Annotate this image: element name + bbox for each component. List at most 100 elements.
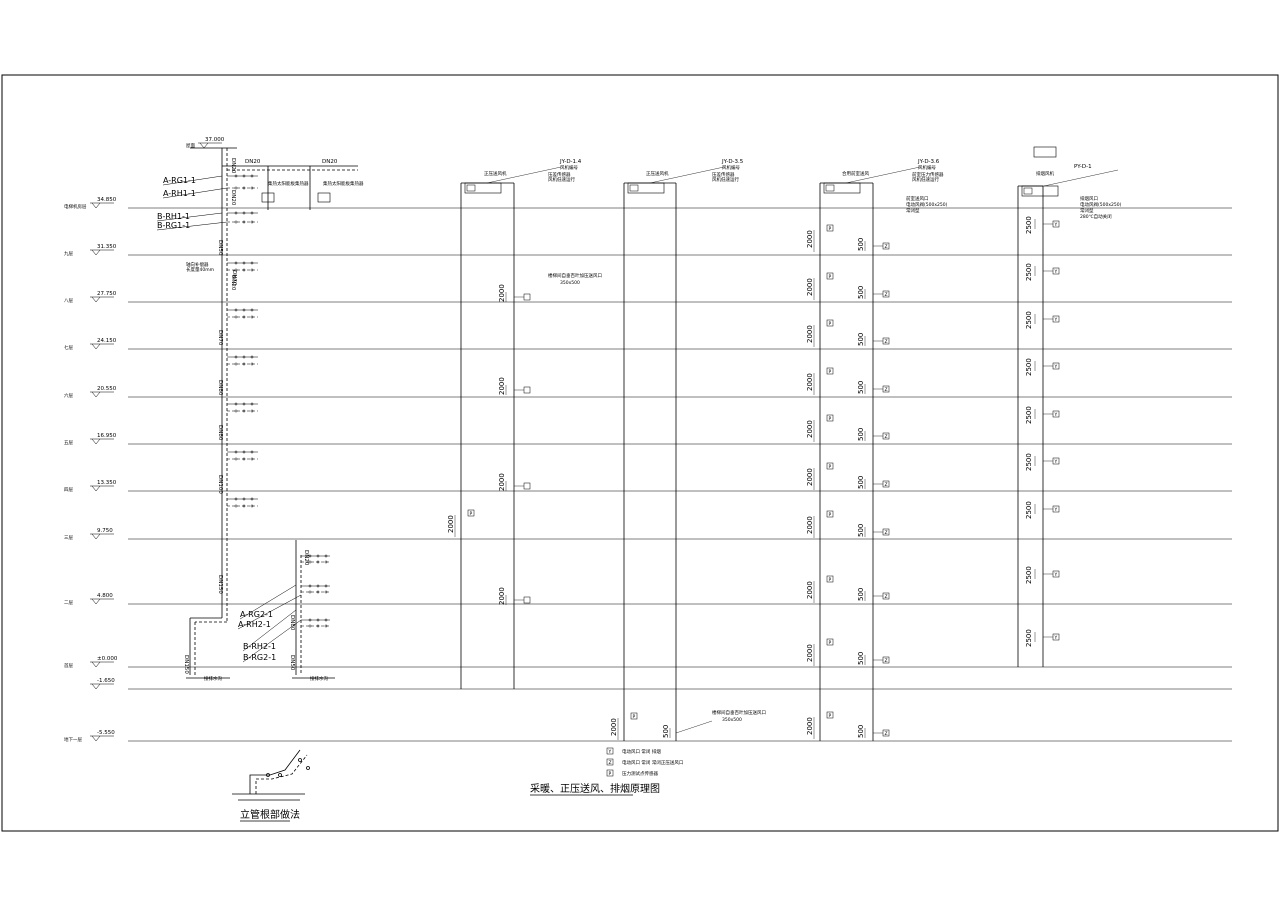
shaft2-top-note2: 风机编号 bbox=[722, 164, 740, 171]
legend-symbol-0 bbox=[606, 747, 614, 755]
shaft3-vent-note: 前室送风口 bbox=[906, 195, 929, 202]
branch-b-valve-2-0 bbox=[308, 584, 312, 588]
elev-value-11: -1.650 bbox=[97, 678, 115, 684]
shaft-3-fan bbox=[1021, 185, 1059, 197]
elev-value-3: 27.750 bbox=[97, 291, 117, 297]
shaft1-sensor: 压差传感器 bbox=[548, 171, 571, 178]
pipe-size-13: DN50 bbox=[289, 655, 295, 671]
shaft-2-sensor-sym-9: P bbox=[829, 713, 832, 719]
branch-b-valve-3-0 bbox=[308, 590, 312, 594]
branch-b-valve-4-1 bbox=[316, 618, 320, 622]
branch-valve-12-0 bbox=[234, 450, 238, 454]
shaft-3-grille-sym-1: Y bbox=[1054, 269, 1058, 275]
shaft-0-sensor-sym-0: P bbox=[470, 511, 473, 517]
equipment-note-2: 集热太阳能板集热器 bbox=[323, 180, 364, 187]
heating-leaders bbox=[156, 175, 302, 663]
detail-title: 立管根部做法 bbox=[240, 808, 300, 821]
shaft-2-grille-sym-1: Z bbox=[885, 292, 888, 298]
branch-valve-15-1 bbox=[242, 504, 246, 508]
shaft-2-sensor-dim-label-7: 2000 bbox=[806, 581, 814, 599]
pipe-size-7: DN80 bbox=[217, 425, 223, 441]
shaft-2-sensor-dim-label-8: 2000 bbox=[806, 644, 814, 662]
branch-valve-13-2 bbox=[250, 457, 254, 461]
shaft-2-dim-label-5: 500 bbox=[857, 476, 865, 489]
shaft-0-leader bbox=[486, 166, 562, 184]
expansion-note: 轴向补偿器 bbox=[186, 261, 209, 268]
shaft-2-dim-label-4: 500 bbox=[857, 428, 865, 441]
label-a-rg1-1: A-RG1-1 bbox=[163, 176, 196, 185]
shaft-3-grille-sym-3: Y bbox=[1054, 364, 1058, 370]
elev-marker-4 bbox=[91, 343, 101, 350]
shaft-3-dim-label-5: 2500 bbox=[1025, 453, 1033, 471]
root-note-b: 接排水沟 bbox=[310, 675, 328, 682]
shaft-3-dim-label-7: 2500 bbox=[1025, 566, 1033, 584]
floor-name-4: 七层 bbox=[64, 344, 73, 351]
shaft-2-sensor-sym-1: P bbox=[829, 274, 832, 280]
shaft-1-sensor-0 bbox=[630, 712, 638, 720]
shaft-2-sensor-0 bbox=[826, 224, 834, 232]
shaft-0-grille-0 bbox=[523, 293, 531, 301]
shaft-1-leader bbox=[649, 166, 725, 184]
equipment-box-1 bbox=[261, 192, 275, 203]
shaft4-vent-note: 排烟风口 bbox=[1080, 195, 1098, 202]
floor-name-7: 四层 bbox=[64, 487, 73, 493]
shaft-3-fan-motor bbox=[1023, 187, 1033, 195]
shaft-2-sensor-8 bbox=[826, 638, 834, 646]
drawing-frame bbox=[1, 74, 1279, 832]
branch-b-valve-0-2 bbox=[324, 554, 328, 558]
legend-text-1: 电动风口 常闭 常闭正压送风口 bbox=[622, 759, 683, 766]
shaft4-vent-note2: 常闭型 bbox=[1080, 207, 1094, 214]
elev-marker-5 bbox=[91, 391, 101, 398]
floor-name-8: 三层 bbox=[64, 535, 73, 541]
shaft-3-leader bbox=[1043, 169, 1119, 187]
elev-marker-9 bbox=[91, 598, 101, 605]
heating-labels: A-RG1-1 A-RH1-1 B-RH1-1 B-RG1-1 A-RG2-1 … bbox=[157, 159, 364, 682]
elev-marker-6 bbox=[91, 438, 101, 445]
label-a-rh1-1: A-RH1-1 bbox=[163, 189, 196, 198]
elev-value-1: 34.850 bbox=[97, 197, 117, 203]
branch-b-valve-5-0 bbox=[308, 624, 312, 628]
branch-valve-7-0 bbox=[234, 315, 238, 319]
shaft4-vent-size: 电动风阀(500x250) bbox=[1080, 201, 1122, 208]
shaft-1-rdim-label-0: 500 bbox=[662, 725, 670, 738]
branch-b-valve-5-2 bbox=[324, 624, 328, 628]
branch-valve-9-0 bbox=[234, 362, 238, 366]
shaft-2-sensor-2 bbox=[826, 319, 834, 327]
branch-valve-9-1 bbox=[242, 362, 246, 366]
shaft2-fan-note: 正压送风机 bbox=[646, 170, 669, 177]
branch-valve-4-2 bbox=[250, 261, 254, 265]
branch-valve-10-0 bbox=[234, 402, 238, 406]
legend-text-2: 压力测试点传感器 bbox=[622, 770, 658, 777]
branch-valve-4-1 bbox=[242, 261, 246, 265]
expansion-size: 长度量40mm bbox=[186, 266, 214, 273]
shaft-2-sensor-sym-6: P bbox=[829, 512, 832, 518]
floor-name-5: 六层 bbox=[64, 392, 73, 399]
shaft-2-grille-sym-3: Z bbox=[885, 387, 888, 393]
branch-b-valve-4-2 bbox=[324, 618, 328, 622]
shaft-2-sensor-dim-label-3: 2000 bbox=[806, 373, 814, 391]
elev-value-0: 37.000 bbox=[205, 137, 225, 143]
shaft-1-fan-motor bbox=[629, 184, 639, 192]
drawing-title: 采暖、正压送风、排烟原理图 bbox=[530, 782, 660, 795]
elev-value-8: 9.750 bbox=[97, 528, 113, 534]
branch-b-valve-2-1 bbox=[316, 584, 320, 588]
roof-equipment-box bbox=[1033, 146, 1057, 158]
label-b-rh1-1: B-RH1-1 bbox=[157, 212, 190, 221]
branch-valve-10-1 bbox=[242, 402, 246, 406]
elev-value-12: -5.550 bbox=[97, 730, 115, 736]
shaft-2-sensor-9 bbox=[826, 711, 834, 719]
shaft-2-sensor-6 bbox=[826, 510, 834, 518]
shaft-0-grille-2 bbox=[523, 482, 531, 490]
shaft4-fan-note: 排烟风机 bbox=[1036, 170, 1054, 177]
shaft3-sensor: 前室压力传感器 bbox=[912, 171, 944, 178]
floor-levels: 37.000屋面34.850电梯机房层31.350九层27.750八层24.15… bbox=[64, 137, 1232, 743]
shaft-2-grille-sym-7: Z bbox=[885, 594, 888, 600]
branch-valve-1-1 bbox=[242, 186, 246, 190]
shaft-2-sensor-sym-8: P bbox=[829, 640, 832, 646]
shaft-3-grille-sym-2: Y bbox=[1054, 317, 1058, 323]
shaft-2-grille-sym-8: Z bbox=[885, 658, 888, 664]
shaft1-id: JY-D-1.4 bbox=[559, 159, 582, 165]
branch-b-valve-5-1 bbox=[316, 624, 320, 628]
